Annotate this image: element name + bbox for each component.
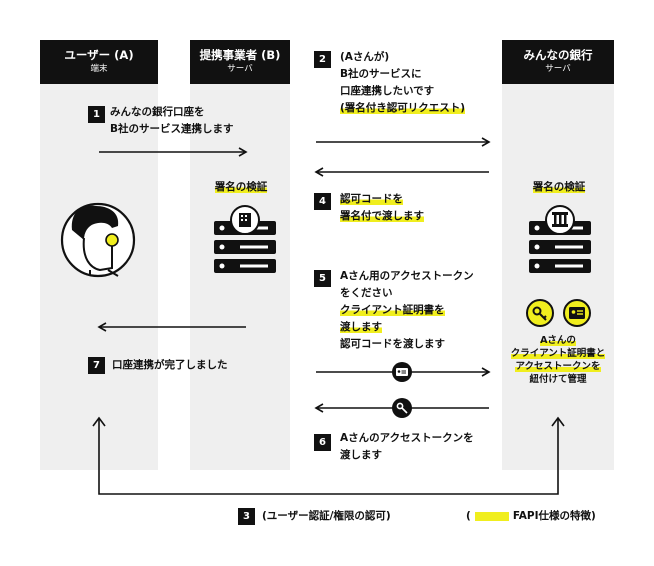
step-line-highlight: (署名付き認可リクエスト) (340, 102, 466, 114)
lane-bank (502, 40, 614, 470)
step-number: 3 (238, 508, 255, 525)
step-number: 2 (314, 51, 331, 68)
note-line-highlight: クライアント証明書と (510, 348, 606, 359)
lane-subtitle: 端末 (90, 64, 108, 74)
verify-text: 署名の検証 (532, 181, 586, 193)
step-line: B社のサービスに (340, 68, 422, 80)
step-line: 渡します (340, 449, 382, 461)
bank-icon (529, 205, 591, 273)
step4-text: 認可コードを 署名付で渡します (340, 191, 424, 225)
lane-subtitle: サーバ (227, 64, 253, 74)
lane-header-user: ユーザー (A) 端末 (40, 40, 158, 84)
step-line: Aさん用のアクセストークン (340, 270, 474, 282)
step-number: 6 (314, 434, 331, 451)
step-line: 認可コードを渡します (340, 338, 445, 350)
verify-text: 署名の検証 (214, 181, 268, 193)
step-number: 1 (88, 106, 105, 123)
step-line-highlight: 署名付で渡します (340, 210, 424, 222)
arrow-step3 (98, 418, 559, 495)
step2-text: (Aさんが) B社のサービスに 口座連携したいです (署名付き認可リクエスト) (340, 49, 466, 117)
step-line: みんなの銀行口座を (110, 106, 205, 118)
legend: ( FAPI仕様の特徴) (466, 508, 596, 523)
server-icon (214, 205, 276, 273)
user-avatar-icon (60, 202, 136, 278)
lane-subtitle: サーバ (545, 64, 571, 74)
lane-title: みんなの銀行 (523, 48, 593, 62)
step-number: 4 (314, 193, 331, 210)
step-line-highlight: 認可コードを (340, 193, 403, 205)
legend-close: ) (591, 510, 596, 522)
step6-text: Aさんのアクセストークンを 渡します (340, 430, 474, 464)
step5-text: Aさん用のアクセストークン をください クライアント証明書を 渡します 認可コー… (340, 268, 474, 353)
step-line-highlight: クライアント証明書を (340, 304, 445, 316)
step-number: 7 (88, 357, 105, 374)
legend-swatch (474, 511, 509, 521)
id-card-icon (392, 362, 412, 382)
step-number: 5 (314, 270, 331, 287)
key-icon (392, 398, 412, 418)
note-line-highlight: Aさんの (540, 335, 576, 346)
step-line: B社のサービス連携します (110, 123, 234, 135)
note-line: 紐付けて管理 (529, 374, 587, 385)
id-card-icon (563, 299, 591, 327)
lane-title: ユーザー (A) (64, 48, 134, 62)
step-line: をください (340, 287, 393, 299)
bank-note: Aさんの クライアント証明書と アクセストークンを 紐付けて管理 (504, 334, 612, 386)
step-line: 口座連携したいです (340, 85, 435, 97)
key-icon (526, 299, 554, 327)
verify-label-partner: 署名の検証 (200, 179, 282, 194)
step3-text: (ユーザー認証/権限の認可) (262, 510, 391, 522)
note-line-highlight: アクセストークンを (515, 361, 601, 372)
lane-header-bank: みんなの銀行 サーバ (502, 40, 614, 84)
lane-header-partner: 提携事業者 (B) サーバ (190, 40, 290, 84)
legend-open: ( (466, 510, 471, 522)
step-line: Aさんのアクセストークンを (340, 432, 474, 444)
lane-partner (190, 40, 290, 470)
step1-text: みんなの銀行口座を B社のサービス連携します (110, 104, 234, 138)
lane-title: 提携事業者 (B) (199, 48, 281, 62)
step7-text: 口座連携が完了しました (112, 359, 228, 371)
verify-label-bank: 署名の検証 (512, 179, 606, 194)
legend-label: FAPI仕様の特徴 (512, 510, 592, 522)
step-line: (Aさんが) (340, 51, 390, 63)
step-line-highlight: 渡します (340, 321, 382, 333)
